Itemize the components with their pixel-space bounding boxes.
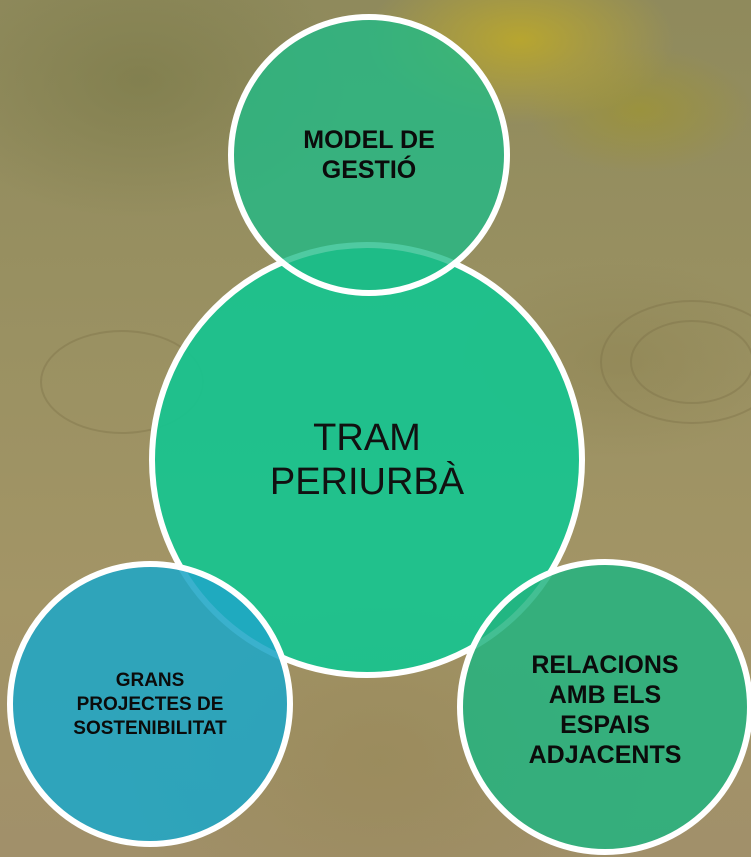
circle-bottom-right	[457, 559, 751, 855]
circle-bottom-left	[7, 561, 293, 847]
water-ripple	[600, 300, 751, 424]
label-model-de-gestio: MODEL DE GESTIÓ	[303, 126, 435, 184]
label-tram-periurba: TRAM PERIURBÀ	[269, 417, 465, 503]
label-grans-projectes: GRANS PROJECTES DE SOSTENIBILITAT	[73, 670, 227, 739]
circle-top	[228, 14, 510, 296]
water-ripple	[630, 320, 751, 404]
label-relacions-espais: RELACIONS AMB ELS ESPAIS ADJACENTS	[528, 651, 682, 769]
